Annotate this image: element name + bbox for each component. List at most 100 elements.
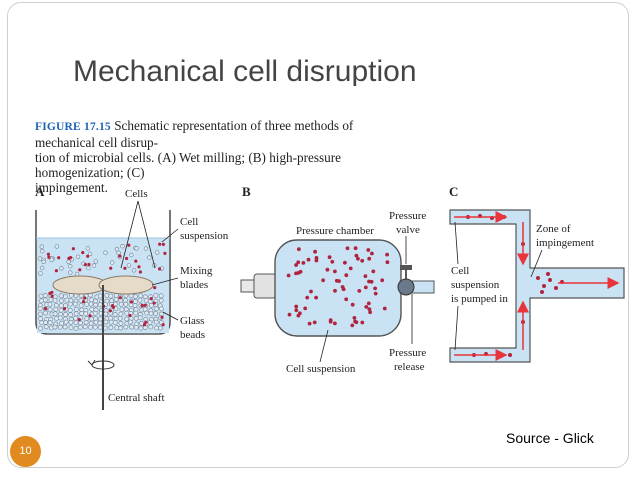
cell — [314, 258, 319, 263]
cell — [71, 247, 75, 251]
glass-bead — [72, 301, 78, 307]
glass-bead — [143, 246, 149, 251]
glass-bead — [54, 244, 59, 249]
glass-bead — [85, 246, 91, 251]
glass-bead — [42, 293, 48, 298]
cell — [333, 288, 337, 293]
glass-bead — [68, 270, 73, 275]
slide-title: Mechanical cell disruption — [73, 55, 417, 86]
cell — [294, 263, 298, 267]
glass-bead — [132, 303, 138, 308]
cell — [297, 247, 301, 252]
glass-bead — [59, 266, 64, 271]
label-mixing-blades-1: Mixing — [180, 265, 213, 277]
glass-bead — [67, 263, 73, 269]
glass-bead — [123, 306, 129, 312]
label-pumped-2: suspension — [451, 279, 500, 291]
cell — [344, 297, 349, 302]
cell — [554, 286, 558, 290]
glass-bead — [129, 252, 134, 258]
glass-bead — [104, 293, 110, 298]
cell — [77, 318, 81, 322]
label-glass-beads-1: Glass — [180, 315, 204, 327]
cell — [123, 266, 127, 270]
cell — [354, 320, 359, 325]
label-cell-suspension-a-2: suspension — [180, 230, 229, 242]
cell — [382, 306, 387, 311]
cell — [294, 304, 299, 309]
cell — [301, 261, 306, 265]
cell — [352, 316, 357, 320]
cell — [161, 323, 165, 327]
glass-bead — [87, 251, 93, 257]
cell — [125, 256, 129, 261]
glass-bead — [82, 324, 88, 330]
glass-bead — [144, 310, 150, 316]
glass-bead — [38, 271, 43, 276]
cell — [330, 259, 335, 264]
glass-bead — [89, 316, 94, 322]
glass-bead — [132, 294, 138, 299]
cell — [385, 252, 389, 257]
cell — [286, 273, 291, 278]
glass-bead — [39, 244, 45, 249]
glass-bead — [148, 324, 154, 330]
glass-bead — [138, 293, 144, 299]
cell — [81, 251, 85, 255]
glass-bead — [83, 319, 89, 325]
glass-bead — [79, 310, 85, 316]
cell — [307, 321, 312, 326]
cell — [54, 269, 58, 273]
cell — [536, 276, 540, 280]
cell — [366, 301, 371, 306]
glass-bead — [103, 311, 109, 317]
panel-a: A Cells Cell suspension Mixing blades Gl… — [35, 184, 229, 410]
glass-bead — [67, 307, 73, 313]
glass-bead — [153, 311, 159, 316]
glass-bead — [68, 325, 74, 330]
glass-bead — [64, 297, 70, 303]
cell — [306, 257, 311, 262]
cell — [334, 278, 339, 283]
glass-bead — [75, 254, 81, 260]
glass-bead — [88, 301, 94, 307]
cell — [127, 243, 131, 247]
glass-bead — [112, 320, 118, 325]
figure-caption: FIGURE 17.15 Schematic representation of… — [35, 118, 415, 195]
cell — [149, 297, 153, 301]
cell — [369, 279, 374, 284]
cell — [134, 259, 138, 263]
cell — [350, 302, 355, 307]
glass-bead — [116, 250, 121, 256]
glass-bead — [77, 324, 83, 330]
cell — [356, 256, 360, 261]
cell — [345, 246, 350, 251]
cell — [88, 314, 92, 318]
glass-bead — [126, 263, 132, 268]
glass-bead — [66, 259, 71, 265]
cell — [350, 323, 355, 328]
glass-bead — [73, 320, 79, 325]
glass-bead — [38, 316, 43, 322]
cell — [364, 305, 369, 309]
glass-bead — [40, 248, 45, 254]
cell — [373, 286, 377, 291]
cell — [86, 254, 90, 258]
impingement-tube — [449, 209, 625, 363]
cell — [81, 300, 86, 304]
source-credit: Source - Glick — [506, 430, 594, 446]
glass-bead — [53, 303, 59, 308]
glass-bead — [123, 297, 128, 303]
cell — [294, 308, 299, 313]
glass-bead — [120, 243, 125, 249]
cell — [110, 304, 115, 308]
cell — [48, 291, 52, 295]
cell — [129, 300, 133, 304]
cell — [163, 251, 167, 255]
cell — [138, 270, 142, 274]
glass-bead — [89, 306, 95, 312]
pressure-chamber — [274, 239, 402, 337]
mixing-blade-right — [98, 275, 154, 295]
glass-bead — [103, 325, 108, 331]
glass-bead — [52, 324, 58, 330]
